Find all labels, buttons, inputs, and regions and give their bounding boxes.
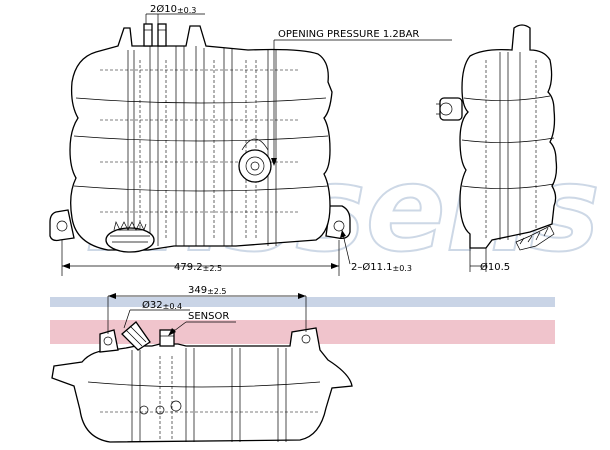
front-bulge-line-1	[75, 97, 327, 104]
top-pipe-stubs	[143, 23, 167, 47]
dim-neck: Ø32±0.4	[123, 299, 190, 329]
front-bulge-line-2	[73, 135, 329, 142]
left-mount-hole	[56, 220, 68, 232]
mount-holes-label: 2–Ø11.1±0.3	[351, 261, 412, 273]
dim-width-main: 479.2±2.5	[61, 240, 340, 276]
opening-pressure-label: OPENING PRESSURE 1.2BAR	[278, 29, 419, 40]
filler-cap	[105, 220, 155, 253]
neck-dia-label: Ø32±0.4	[142, 299, 182, 311]
width-main-label: 479.2±2.5	[174, 262, 222, 273]
bottom-left-ear	[99, 329, 119, 353]
blue-band	[50, 297, 555, 307]
side-bulge-1	[463, 95, 551, 101]
dim-sensor: SENSOR	[168, 311, 236, 336]
dim-opening-pressure: OPENING PRESSURE 1.2BAR	[271, 29, 452, 166]
front-tank-body	[69, 25, 333, 251]
dim-side-hole: Ø10.5	[469, 248, 510, 273]
bottom-view	[51, 321, 353, 443]
bottom-bulge-line	[87, 381, 321, 388]
left-mount-ear	[49, 209, 75, 242]
bottom-ribs	[131, 348, 287, 442]
side-bracket	[515, 225, 555, 251]
bottom-right-ear-hole	[301, 334, 311, 344]
bottom-neck	[121, 321, 151, 351]
pipe-dia-label: 2Ø10±0.3	[150, 3, 196, 15]
dim-height-bottom: 349±2.5	[107, 285, 307, 334]
bottom-tank-body	[51, 327, 353, 443]
front-ribs	[127, 46, 277, 246]
height-bottom-label: 349±2.5	[188, 285, 227, 296]
dim-mount-holes: 2–Ø11.1±0.3	[340, 229, 412, 273]
right-mount-ear	[325, 205, 351, 240]
side-bulge-3	[461, 183, 555, 189]
sensor-label: SENSOR	[188, 311, 229, 322]
right-mount-hole	[333, 220, 345, 232]
sensor-port	[238, 138, 272, 183]
front-view	[49, 23, 351, 253]
side-neck	[436, 97, 463, 121]
front-bulge-line-3	[73, 185, 329, 192]
side-view	[436, 24, 558, 251]
dim-pipe: 2Ø10±0.3	[145, 3, 205, 24]
side-hole-label: Ø10.5	[480, 261, 510, 273]
side-bulge-2	[461, 137, 555, 143]
